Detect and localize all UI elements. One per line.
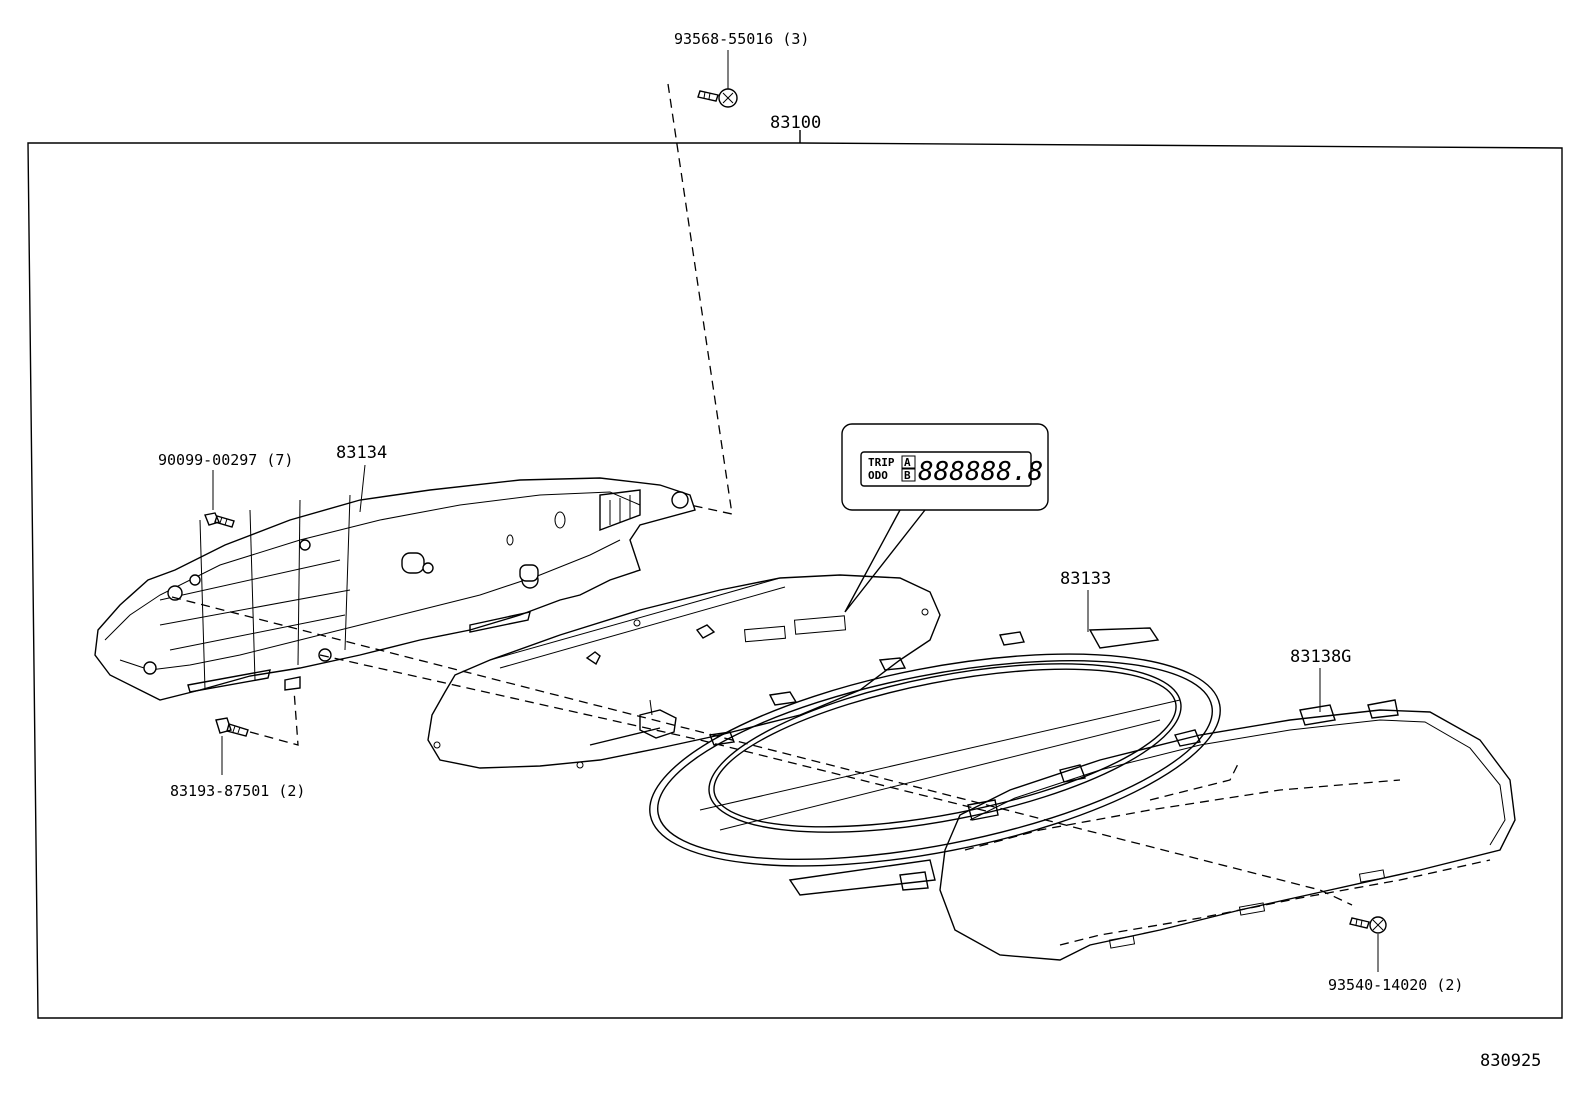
label-screw-upper-left: 90099-00297 (7) — [158, 451, 293, 469]
guide-main-mid — [319, 654, 991, 813]
odometer-odo-label: ODO — [868, 469, 888, 482]
odometer-button-a: A — [904, 456, 911, 469]
circuit-plate-part — [427, 574, 941, 769]
guide-lower-left-screw — [249, 689, 299, 746]
label-circuit-plate: 83133 — [1060, 569, 1111, 589]
screw-lower-right-icon — [1349, 916, 1387, 934]
guide-main-left — [171, 596, 1353, 906]
assembly-frame — [27, 142, 1563, 1019]
screw-lower-left-icon — [215, 717, 249, 737]
label-screw-lower-left: 83193-87501 (2) — [170, 782, 305, 800]
screw-upper-left-icon — [204, 512, 235, 528]
diagram-code: 830925 — [1480, 1051, 1541, 1071]
label-screw-lower-right: 93540-14020 (2) — [1328, 976, 1463, 994]
label-case: 83134 — [336, 443, 387, 463]
glass-part — [939, 699, 1516, 961]
odometer-button-b: B — [904, 469, 911, 482]
leader-case — [359, 464, 366, 513]
assembly-label: 83100 — [770, 113, 821, 133]
case-part — [94, 477, 696, 701]
guide-top-screw — [667, 83, 733, 515]
face-ring-part — [649, 627, 1241, 896]
odometer-trip-label: TRIP — [868, 456, 895, 469]
screw-top-icon — [697, 88, 738, 108]
label-glass: 83138G — [1290, 647, 1351, 667]
odometer-callout: TRIP ODO A B 888888.8 — [841, 423, 1049, 613]
odometer-digits: 888888.8 — [918, 457, 1043, 487]
label-screw-top: 93568-55016 (3) — [674, 30, 809, 48]
